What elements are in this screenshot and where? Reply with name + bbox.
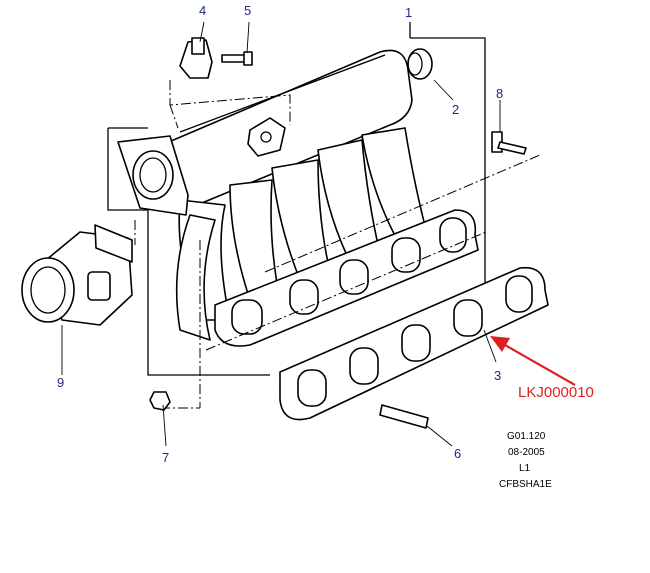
- flange-port-1: [231, 299, 263, 335]
- info-level: L1: [519, 463, 531, 474]
- info-code: G01.120: [507, 431, 546, 442]
- callout-1: 1: [405, 5, 412, 20]
- callout-6: 6: [454, 446, 461, 461]
- callout-4: 4: [199, 3, 206, 18]
- sensor: [179, 37, 213, 79]
- callout-7: 7: [162, 450, 169, 465]
- callout-2: 2: [452, 102, 459, 117]
- callout-3: 3: [494, 368, 501, 383]
- intake-manifold: [117, 49, 479, 347]
- bolt: [221, 51, 253, 66]
- flange-port-5: [439, 217, 467, 253]
- stud: [379, 404, 429, 429]
- flange-port-2: [289, 279, 319, 315]
- flange-port-3: [339, 259, 369, 295]
- annotation-label: LKJ000010: [518, 384, 594, 401]
- callout-9: 9: [57, 375, 64, 390]
- info-date: 08-2005: [508, 447, 545, 458]
- blanking-cap: [407, 48, 433, 80]
- info-reference: CFBSHA1E: [499, 479, 552, 490]
- callout-5: 5: [244, 3, 251, 18]
- bolt-2: [491, 131, 527, 155]
- flange-port-4: [391, 237, 421, 273]
- leader-lines: [61, 21, 501, 447]
- manifold-gasket: [279, 266, 549, 421]
- assembly-guides: [134, 80, 541, 409]
- nut: [149, 391, 171, 411]
- annotation-arrow: [490, 336, 576, 386]
- throttle-body: [21, 224, 133, 326]
- callout-8: 8: [496, 86, 503, 101]
